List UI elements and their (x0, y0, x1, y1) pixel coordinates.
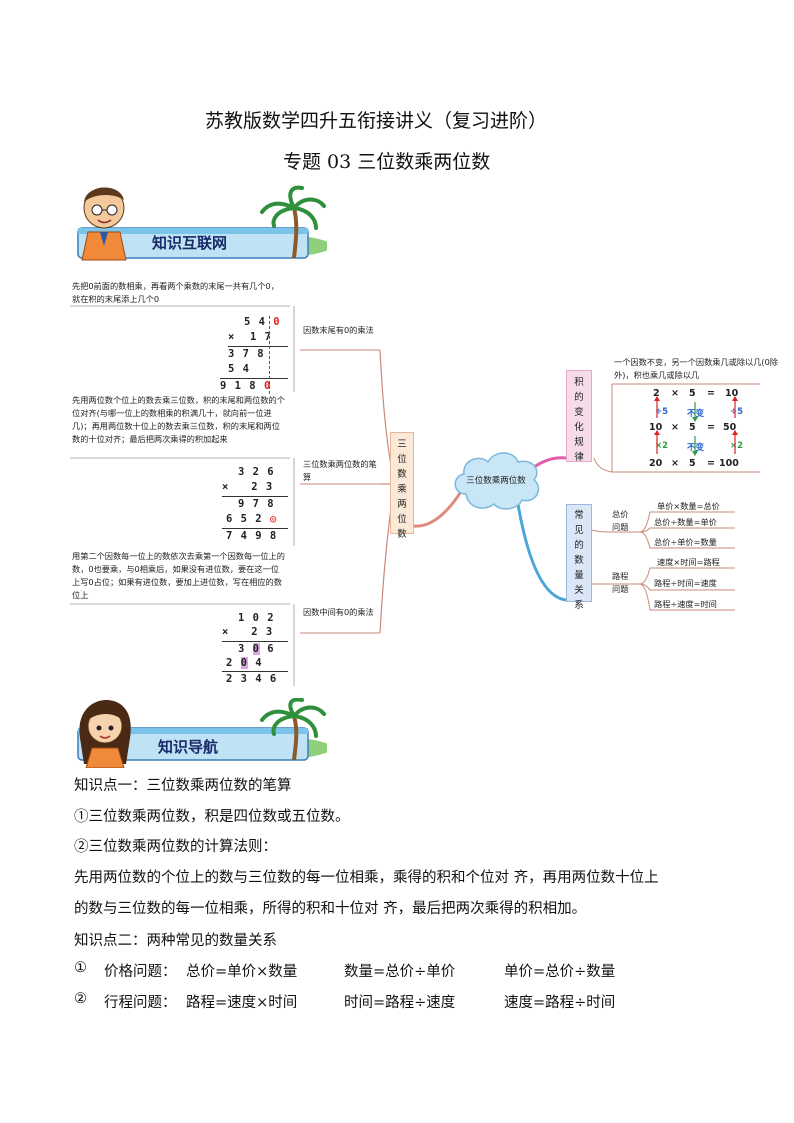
price-item-3: 总价÷单价=数量 (654, 537, 717, 547)
price-problem-label: 总价问题 (612, 509, 629, 532)
center-label: 三位数乘两位数 (466, 476, 526, 486)
mindmap-left-main: 三位数乘两位数 (390, 432, 414, 540)
kp2-heading: 知识点二：两种常见的数量关系 (74, 933, 277, 949)
rel1-head: 价格问题： (104, 964, 177, 980)
calc1-row4: 5 4 (228, 363, 250, 375)
calc3-row4: 2 0 4 (226, 657, 263, 669)
banner-knowledge-network: 知识互联网 (72, 180, 332, 270)
product-rule-label: 积的变化规律 (574, 377, 584, 463)
calc2-row4: 6 5 2 ◎ (226, 513, 278, 525)
calc2-row1: 3 2 6 (238, 466, 275, 478)
rel2-a: 路程=速度×时间 (186, 995, 298, 1011)
product-rule-box: 积的变化规律 (566, 370, 592, 463)
calc3-row3: 3 0 6 (238, 643, 275, 655)
page-subtitle: 专题 03 三位数乘两位数 (283, 151, 491, 173)
tag-left-div: ÷5 (655, 407, 669, 417)
calc2-row5: 7 4 9 8 (226, 530, 278, 542)
rel1-c: 单价=总价÷数量 (504, 964, 616, 980)
route-item-2: 路程÷时间=速度 (654, 578, 717, 588)
calc1-row5: 9 1 8 0 (220, 380, 272, 392)
f-r1-b: 5 (689, 388, 696, 399)
kp1-line3: 先用两位数的个位上的数与三位数的每一位相乘，乘得的积和个位对 齐，再用两位数十位… (74, 870, 659, 886)
banner-graphic-1 (77, 185, 332, 261)
f-r3-eq: = (707, 458, 715, 469)
rel2-num: ② (74, 991, 87, 1007)
calc1-row3: 3 7 8 (228, 348, 265, 360)
f-r2-a: 10 (649, 422, 663, 433)
tag-right-mul: ×2 (730, 441, 744, 451)
banner-title-2: 知识导航 (158, 738, 219, 756)
calc-trailing-zero: 5 4 0 × 1 7 3 7 8 5 4 9 1 8 0 (220, 316, 292, 394)
f-r1-c: 10 (725, 388, 739, 399)
note-written-method: 先用两位数个位上的数去乘三位数，积的末尾和两位数的个位对齐(与哪一位上的数相乘的… (72, 395, 285, 444)
f-r3-op: × (671, 458, 679, 469)
kp1-heading: 知识点一：三位数乘两位数的笔算 (74, 778, 292, 794)
banner-knowledge-guide: 知识导航 (72, 697, 332, 769)
calc1-row2: × 1 7 (228, 331, 272, 343)
branch-label-written-method: 三位数乘两位数的笔算 (303, 459, 377, 482)
f-r2-c: 50 (723, 422, 737, 433)
f-r1-eq: = (707, 388, 715, 399)
mindmap-center: 三位数乘两位数 (448, 448, 544, 514)
f-r3-b: 5 (689, 458, 696, 469)
f-r2-b: 5 (689, 422, 696, 433)
cloud-shape (454, 452, 540, 510)
price-item-2: 总价÷数量=单价 (654, 517, 717, 527)
banner-title-1: 知识互联网 (152, 234, 228, 252)
f-r2-eq: = (707, 422, 715, 433)
f-r3-a: 20 (649, 458, 663, 469)
rel1-num: ① (74, 960, 87, 976)
calc1-row1: 5 4 0 (244, 316, 281, 328)
kp1-line1: ①三位数乘两位数，积是四位数或五位数。 (74, 809, 350, 825)
f-r2-op: × (671, 422, 679, 433)
note-middle-zero: 用第二个因数每一位上的数依次去乘第一个因数每一位上的数，0也要乘，与0相乘后，如… (72, 551, 285, 600)
branch-label-middle-zero: 因数中间有0的乘法 (303, 607, 374, 617)
route-problem-label: 路程问题 (612, 571, 629, 594)
f-r1-a: 2 (653, 388, 660, 399)
route-item-3: 路程÷速度=时间 (654, 599, 717, 609)
quantity-box: 常见的数量关系 (566, 504, 592, 611)
rel2-head: 行程问题： (104, 995, 177, 1011)
rel1-a: 总价=单价×数量 (186, 964, 298, 980)
f-r1-op: × (671, 388, 679, 399)
mindmap-connectors (70, 305, 760, 686)
product-rule-formula: 2 × 5 = 10 10 × 5 = 50 20 × 5 = 100 ÷5 ×… (645, 388, 775, 470)
kp1-line4: 的数与三位数的每一位相乘，所得的积和十位对 齐，最后把两次乘得的积相加。 (74, 901, 587, 917)
calc2-row3: 9 7 8 (238, 498, 275, 510)
rel1-b: 数量=总价÷单价 (344, 964, 456, 980)
kp1-line2: ②三位数乘两位数的计算法则： (74, 839, 277, 855)
calc3-row5: 2 3 4 6 (226, 673, 278, 685)
product-rule-note: 一个因数不变，另一个因数乘几或除以几(0除外)，积也乘几或除以几 (614, 357, 778, 380)
calc-written-method: 3 2 6 × 2 3 9 7 8 6 5 2 ◎ 7 4 9 8 (220, 466, 292, 546)
price-item-1: 单价×数量=总价 (657, 501, 720, 511)
calc2-row2: × 2 3 (222, 481, 274, 493)
rel2-c: 速度=路程÷时间 (504, 995, 616, 1011)
calc3-row1: 1 0 2 (238, 612, 275, 624)
page-title: 苏教版数学四升五衔接讲义（复习进阶） (205, 110, 548, 132)
tag-left-mul: ×2 (655, 441, 669, 451)
f-r3-c: 100 (719, 458, 739, 469)
mindmap-left-main-text: 三位数乘两位数 (397, 439, 407, 540)
calc-middle-zero: 1 0 2 × 2 3 3 0 6 2 0 4 2 3 4 6 (220, 612, 292, 690)
route-item-1: 速度×时间=路程 (657, 557, 720, 567)
tag-right-div: ÷5 (730, 407, 744, 417)
note-trailing-zero: 先把0前面的数相乘，再看两个乘数的末尾一共有几个0，就在积的末尾添上几个0 (72, 281, 279, 304)
banner-graphic-2 (77, 697, 332, 769)
branch-label-trailing-zero: 因数末尾有0的乘法 (303, 325, 374, 335)
quantity-label: 常见的数量关系 (574, 510, 584, 611)
rel2-b: 时间=路程÷速度 (344, 995, 456, 1011)
formula-arrows (654, 396, 738, 456)
calc3-row2: × 2 3 (222, 626, 274, 638)
